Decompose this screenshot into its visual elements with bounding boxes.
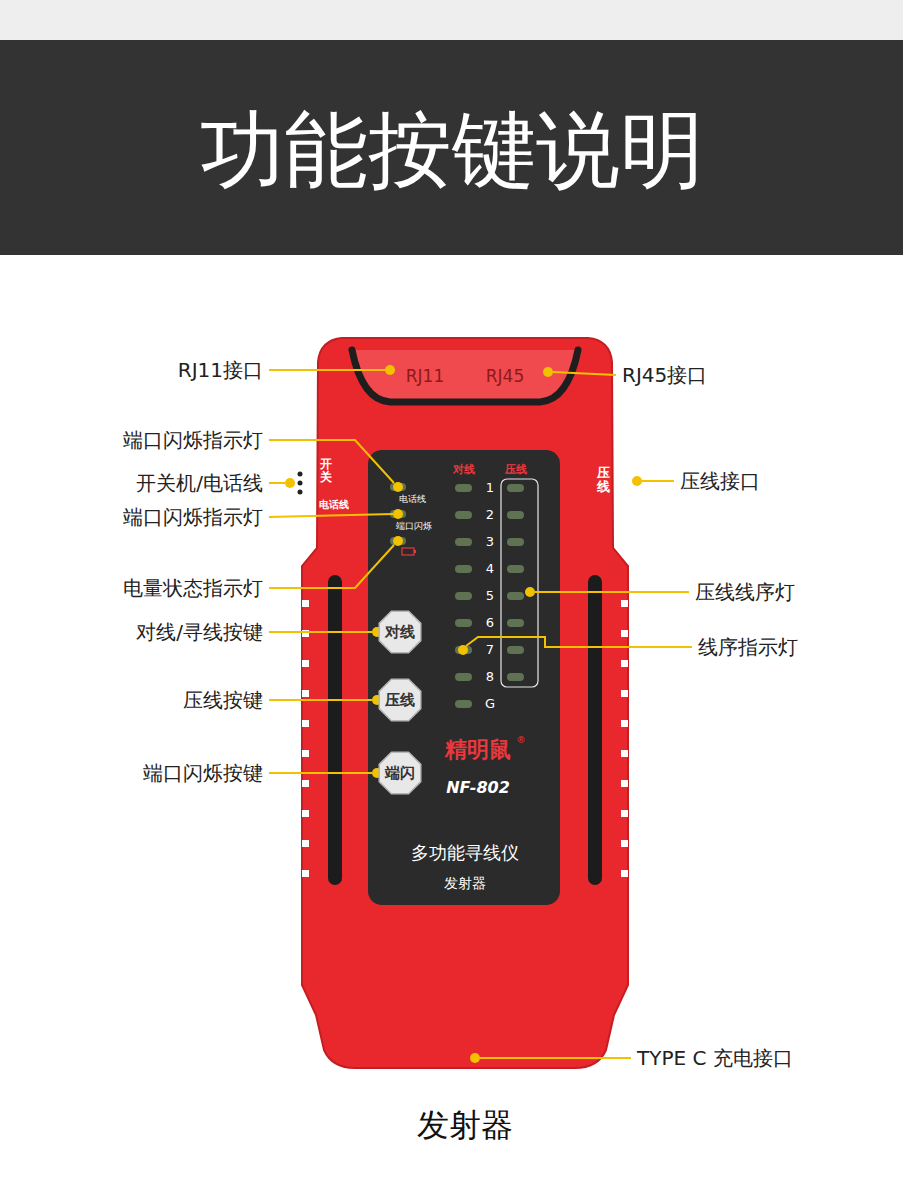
wire-leds: [455, 484, 524, 708]
side-slot: [588, 575, 602, 885]
column-header: 对线: [453, 464, 475, 477]
port-recess-edge: [352, 350, 578, 402]
callout-label: 电量状态指示灯: [123, 577, 263, 600]
wire-number: 4: [486, 562, 494, 577]
port-marking: RJ45: [486, 367, 524, 387]
column-header: 压线: [505, 464, 527, 477]
brand-name: 精明鼠: [445, 737, 511, 762]
switch-dots: [298, 472, 303, 495]
button-key: 对线: [376, 608, 424, 656]
callout-label: 压线按键: [183, 689, 263, 712]
unit-name: 发射器: [444, 875, 486, 891]
callout-label: 端口闪烁指示灯: [123, 429, 263, 452]
port-recess: [352, 350, 578, 402]
button-outline: [379, 679, 421, 721]
button-label: 端闪: [385, 764, 415, 783]
top-strip: [0, 0, 903, 40]
title-banner: [0, 40, 903, 255]
leader-dots: [285, 365, 642, 1063]
wire-number: 7: [486, 643, 494, 658]
button-key: 端闪: [376, 749, 424, 797]
wire-number: 6: [486, 616, 494, 631]
button-label: 对线: [385, 623, 415, 642]
page-title: 功能按键说明: [0, 100, 903, 200]
side-marking: 压线: [597, 466, 610, 495]
wire-number: 1: [486, 481, 494, 496]
figure-caption: 发射器: [417, 1107, 513, 1144]
button-key: 压线: [376, 676, 424, 724]
wire-number: 3: [486, 535, 494, 550]
led-label: 电话线: [399, 494, 426, 504]
product-name: 多功能寻线仪: [411, 843, 519, 864]
side-marking: 电话线: [319, 499, 349, 511]
callout-label: 对线/寻线按键: [136, 621, 263, 644]
button-outline: [379, 611, 421, 653]
led-label: 端口闪烁: [396, 521, 432, 531]
wire-number: 8: [486, 670, 494, 685]
button-label: 压线: [385, 691, 415, 710]
callout-label: RJ11接口: [178, 359, 263, 382]
callout-label: 端口闪烁按键: [143, 762, 263, 785]
port-marking: RJ11: [406, 367, 444, 387]
callout-label: 压线接口: [680, 470, 760, 493]
model-number: NF-802: [446, 779, 510, 797]
wire-number: 2: [486, 508, 494, 523]
callout-label: 开关机/电话线: [136, 472, 263, 495]
callout-label: 线序指示灯: [698, 636, 798, 659]
battery-icon: [402, 548, 416, 555]
wire-number: 5: [486, 589, 494, 604]
callout-label: 端口闪烁指示灯: [123, 506, 263, 529]
callout-label: RJ45接口: [622, 364, 707, 387]
trademark-mark: ®: [517, 735, 526, 745]
button-outline: [379, 752, 421, 794]
callout-label: 压线线序灯: [695, 581, 795, 604]
leader-lines: [269, 370, 692, 1058]
front-panel: [368, 450, 560, 905]
wire-number: G: [485, 697, 495, 712]
callout-label: TYPE C 充电接口: [637, 1047, 793, 1070]
device-body: [302, 338, 628, 1068]
side-slot: [328, 575, 342, 885]
led-bracket: [501, 479, 538, 687]
side-marking: 开关: [320, 458, 332, 484]
